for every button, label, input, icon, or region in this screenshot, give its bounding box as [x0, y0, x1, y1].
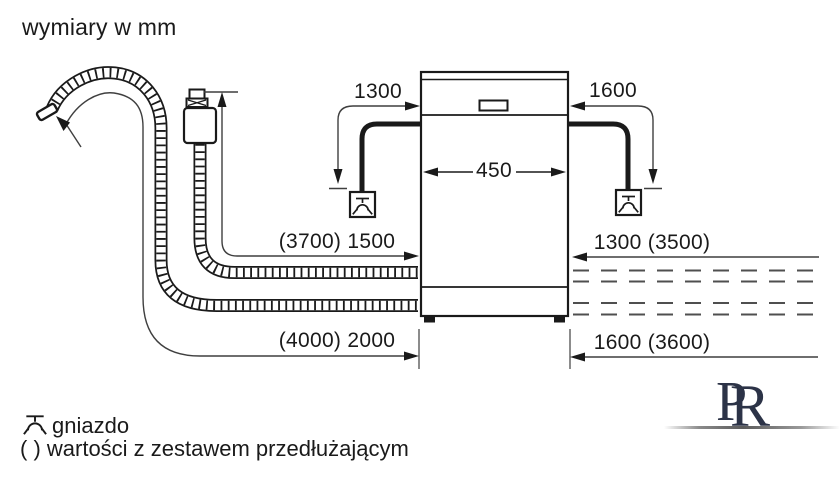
hose-extension-dashed: [573, 269, 821, 316]
arrowhead-upleft: [56, 116, 70, 131]
socket-right: [614, 188, 643, 217]
socket-icon: [352, 197, 373, 215]
dim-drain-leader: [56, 92, 419, 361]
dim-width-line: [423, 167, 566, 177]
dim-cable-left-label: 1300: [354, 80, 402, 103]
supply-hose: [193, 144, 418, 279]
dim-drain-hose-label: (4000) 2000: [278, 329, 396, 352]
tap-connector: [182, 88, 218, 145]
power-cable-left: [359, 121, 421, 191]
arrowhead-left: [570, 352, 585, 362]
arrowhead-left: [423, 167, 438, 177]
logo-letter-r: R: [730, 373, 771, 439]
power-cable-right: [568, 121, 631, 189]
drain-hose: [35, 66, 418, 312]
dishwasher-outline: [419, 70, 570, 323]
arrowhead-right: [405, 101, 420, 111]
arrowhead-down: [648, 169, 658, 184]
dim-cable-left-leader: [329, 101, 420, 190]
dim-right-drain-label: 1600 (3600): [593, 331, 711, 354]
aquastop-valve-box: [182, 106, 218, 145]
drain-hose-end-cap: [35, 102, 59, 122]
dim-cable-right-leader: [570, 101, 662, 190]
socket-icon: [23, 415, 47, 435]
arrowhead-left: [572, 252, 587, 262]
arrowhead-right: [404, 351, 419, 361]
arrowhead-right: [404, 251, 419, 261]
logo-underline: [664, 426, 840, 429]
dim-supply-hose-label: (3700) 1500: [278, 230, 396, 253]
legend-extension-label: ( ) wartości z zestawem przedłużającym: [20, 436, 409, 461]
arrowhead-left: [570, 101, 585, 111]
dim-cable-right-label: 1600: [589, 79, 637, 102]
page-title: wymiary w mm: [22, 14, 177, 40]
arrowhead-right: [551, 167, 566, 177]
brand-logo: P R: [664, 371, 840, 442]
extension-ticks: [418, 329, 571, 369]
socket-left: [348, 190, 377, 219]
leader-tail: [65, 123, 82, 148]
dim-right-supply-label: 1300 (3500): [593, 231, 711, 254]
logo-letter-p: P: [716, 371, 748, 433]
socket-icon: [618, 195, 639, 213]
dim-width-label: 450: [476, 159, 512, 182]
left-foot: [424, 316, 435, 323]
dim-right-supply-line: [572, 252, 819, 262]
dim-right-drain-line: [570, 352, 818, 362]
tap-thread-fitting: [188, 88, 206, 100]
arrowhead-down: [333, 169, 343, 184]
legend-socket-label: gniazdo: [52, 413, 130, 438]
right-foot: [554, 316, 565, 323]
arrowhead-up: [217, 92, 227, 107]
door-handle: [478, 99, 509, 112]
dim-supply-leader: [204, 91, 419, 261]
